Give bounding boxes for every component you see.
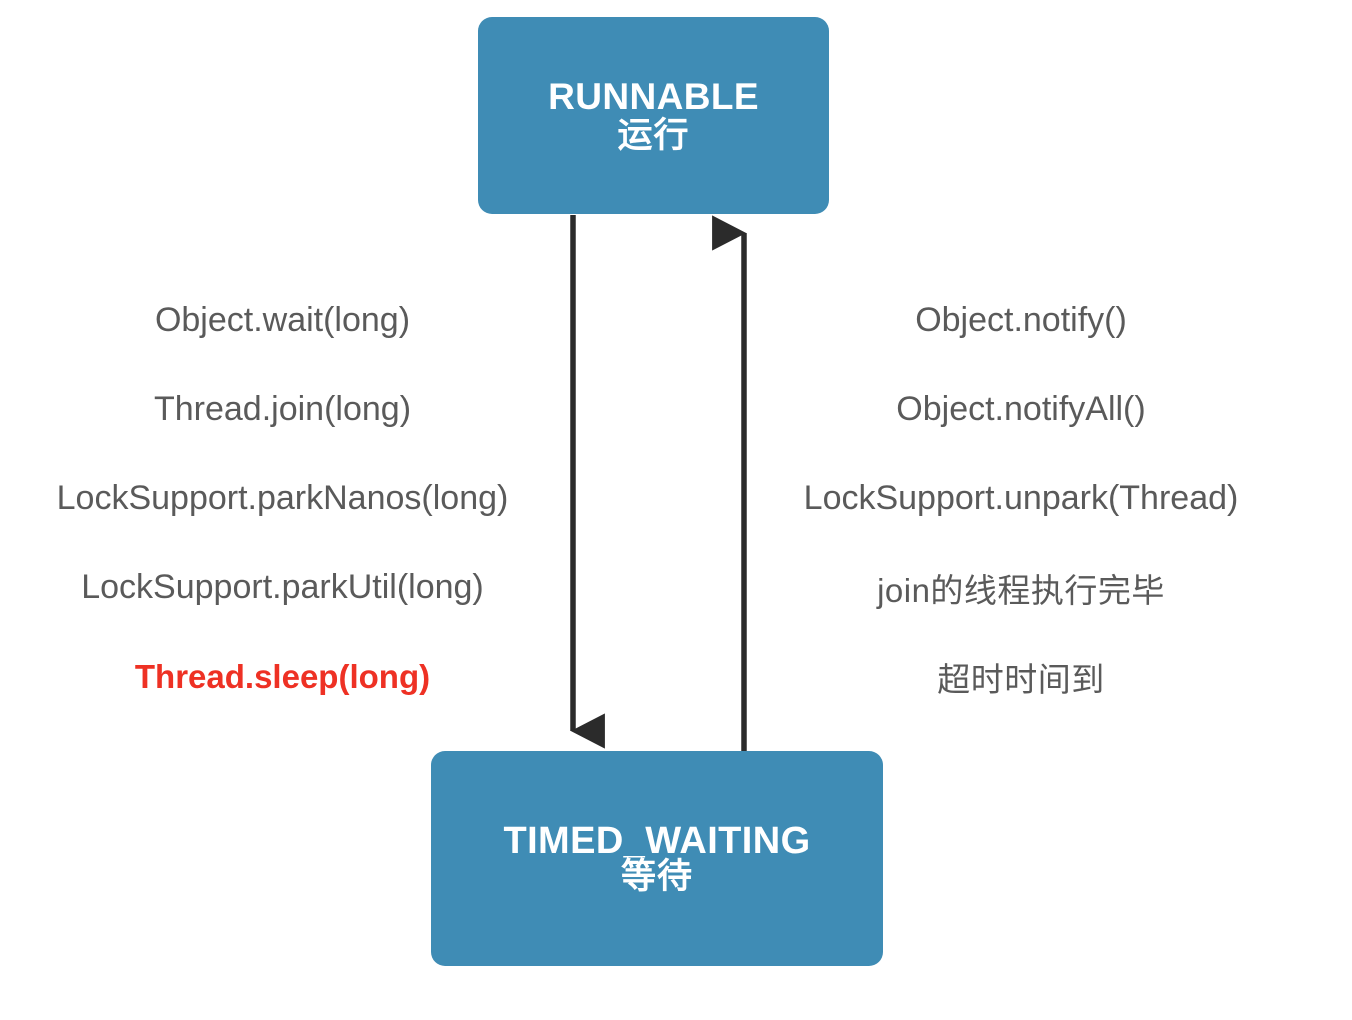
state-label-runnable: RUNNABLE bbox=[548, 75, 759, 117]
trigger-item: Object.notify() bbox=[915, 301, 1127, 339]
trigger-list-to-timed-waiting: Object.wait(long) Thread.join(long) Lock… bbox=[0, 276, 565, 721]
trigger-item: join的线程执行完毕 bbox=[877, 571, 1165, 609]
trigger-item: LockSupport.unpark(Thread) bbox=[803, 479, 1239, 517]
trigger-item: Object.wait(long) bbox=[154, 301, 411, 339]
state-box-runnable[interactable]: RUNNABLE 运行 bbox=[478, 17, 829, 214]
state-label-timed-waiting-cn: 等待 bbox=[620, 857, 693, 897]
state-label-runnable-cn: 运行 bbox=[617, 115, 690, 155]
trigger-item: Thread.join(long) bbox=[153, 390, 412, 428]
trigger-item: Object.notifyAll() bbox=[896, 390, 1146, 428]
trigger-list-to-runnable: Object.notify() Object.notifyAll() LockS… bbox=[740, 276, 1302, 721]
trigger-item-highlighted: Thread.sleep(long) bbox=[134, 657, 431, 695]
trigger-item: LockSupport.parkNanos(long) bbox=[56, 479, 509, 517]
state-box-timed-waiting[interactable]: TIMED_WAITING 等待 bbox=[431, 751, 883, 966]
state-label-timed-waiting: TIMED_WAITING bbox=[503, 820, 811, 863]
trigger-item: LockSupport.parkUtil(long) bbox=[81, 568, 484, 606]
trigger-item: 超时时间到 bbox=[937, 660, 1105, 698]
